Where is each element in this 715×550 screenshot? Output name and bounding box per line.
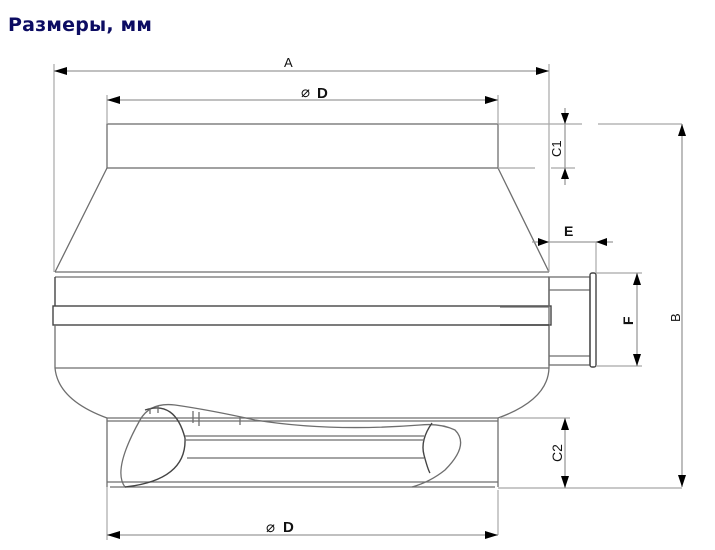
arrow-right-icon: [536, 67, 549, 75]
arrow-up-icon: [678, 124, 686, 136]
lower-curve-right: [497, 367, 550, 419]
arrow-right-icon: [485, 531, 498, 539]
dimension-a: A: [53, 55, 550, 272]
dimension-f: F: [596, 272, 642, 367]
arrow-left-icon: [107, 96, 120, 104]
arrow-up-icon: [561, 418, 569, 430]
dimension-b-label: B: [668, 313, 683, 322]
top-spigot: [106, 123, 499, 169]
dimension-d-bottom: ⌀ D: [106, 487, 499, 540]
housing-ring: [52, 305, 552, 326]
arrow-down-icon: [561, 476, 569, 488]
arrow-left-icon: [596, 238, 607, 246]
impeller-fins: [149, 406, 241, 426]
dimension-d-bottom-label: D: [283, 519, 294, 536]
dimension-d-top: ⌀ D: [106, 84, 499, 124]
cone-body: [54, 167, 550, 273]
dimension-f-label: F: [620, 316, 636, 325]
dimension-e: E: [532, 223, 613, 273]
arrow-down-icon: [561, 113, 569, 124]
lower-curve-left: [54, 367, 108, 419]
dimension-c1-label: C1: [549, 140, 564, 157]
arrow-up-icon: [633, 273, 641, 285]
dimension-c2: C2: [498, 417, 682, 489]
dimension-e-label: E: [564, 223, 573, 239]
arrow-right-icon: [485, 96, 498, 104]
impeller-outline: [120, 403, 462, 488]
dimension-b: B: [668, 124, 686, 487]
arrow-right-icon: [538, 238, 549, 246]
arrow-up-icon: [561, 168, 569, 179]
arrow-left-icon: [54, 67, 67, 75]
arrow-down-icon: [678, 475, 686, 487]
outlet-flange: [589, 272, 597, 368]
diameter-symbol: ⌀: [301, 84, 310, 101]
arrow-left-icon: [107, 531, 120, 539]
dimension-a-label: A: [284, 55, 293, 70]
impeller-blade-right: [422, 422, 433, 474]
impeller-blade-left: [124, 407, 186, 488]
page-title: Размеры, мм: [8, 14, 153, 36]
fan-housing: [52, 123, 597, 488]
dimension-d-top-label: D: [317, 85, 328, 102]
arrow-down-icon: [633, 354, 641, 366]
dimension-c2-label: C2: [549, 444, 565, 462]
dimension-c1: C1: [498, 108, 682, 185]
diameter-symbol: ⌀: [266, 519, 275, 536]
